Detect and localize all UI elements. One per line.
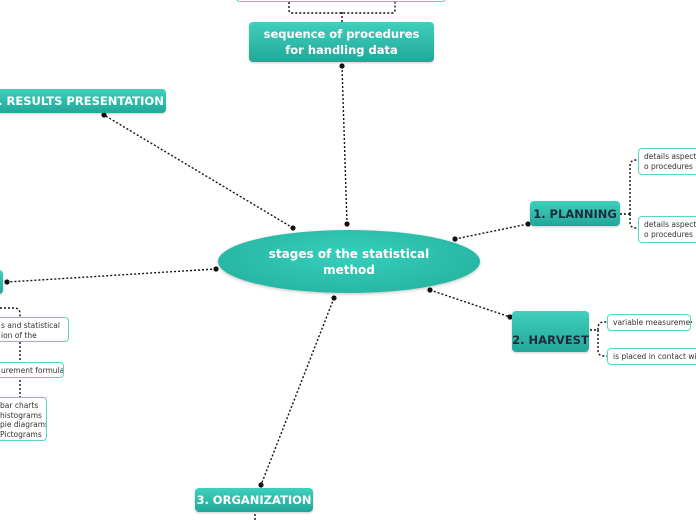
connector-dot <box>344 221 350 227</box>
top-partial-box <box>236 0 446 2</box>
connector-dot <box>452 236 458 242</box>
connector-left-leaves <box>0 307 21 398</box>
connector-planning-leaves <box>620 159 640 229</box>
leaf-chart-type-histograms: histograms <box>0 410 42 420</box>
connector-dot <box>339 63 345 69</box>
leaf-planning-details-2: details aspects o procedures <box>638 216 696 243</box>
central-topic[interactable]: stages of the statistical method <box>218 230 480 293</box>
connector-harvest-leaves <box>590 321 694 357</box>
node-planning[interactable]: 1. PLANNING <box>530 201 620 226</box>
connector-harvest <box>429 289 511 318</box>
connector-dot <box>525 221 531 227</box>
node-results-presentation[interactable]: 5. RESULTS PRESENTATION <box>0 89 166 113</box>
leaf-chart-type-bar: bar charts <box>0 401 39 410</box>
node-harvest-label: 2. HARVEST <box>512 332 589 347</box>
connector-dot <box>258 482 264 488</box>
connector-dot <box>290 225 296 231</box>
node-organization-label: 3. ORGANIZATION <box>196 493 312 507</box>
connector-dot <box>427 287 433 293</box>
node-results-presentation-label: 5. RESULTS PRESENTATION <box>0 94 164 108</box>
node-sequence-of-procedures-label: sequence of procedures for handling data <box>263 27 420 57</box>
connector-dot <box>4 279 10 285</box>
connector-dot <box>101 112 107 118</box>
leaf-variable-measurement: variable measurement <box>607 314 691 331</box>
connector-organization <box>260 297 335 486</box>
leaf-chart-types: bar charts histograms pie diagrams Picto… <box>0 397 47 441</box>
leaf-placed-in-contact: is placed in contact with t <box>607 348 696 365</box>
connector-top <box>341 65 348 225</box>
connector-left <box>6 268 217 283</box>
connector-dot <box>507 314 513 320</box>
central-topic-label: stages of the statistical method <box>268 246 430 277</box>
leaf-chart-type-pie: pie diagrams <box>0 420 47 429</box>
node-organization[interactable]: 3. ORGANIZATION <box>195 488 313 512</box>
connector-dot <box>213 266 219 272</box>
connector-dot <box>331 295 337 301</box>
leaf-chart-type-pictograms: Pictograms <box>0 429 42 439</box>
connector-results <box>103 114 294 229</box>
node-left-branch[interactable] <box>0 270 3 294</box>
node-sequence-of-procedures[interactable]: sequence of procedures for handling data <box>249 22 434 62</box>
connector-planning <box>454 223 529 240</box>
node-planning-label: 1. PLANNING <box>533 206 617 221</box>
node-harvest[interactable]: 2. HARVEST <box>512 311 589 352</box>
leaf-planning-details-1: details aspects o procedures <box>638 148 696 175</box>
connector-top-stub <box>288 2 396 22</box>
leaf-statistical-results: s and statistical ion of the results <box>0 317 69 342</box>
leaf-measurement-formulas: urement formulas <box>0 362 64 378</box>
